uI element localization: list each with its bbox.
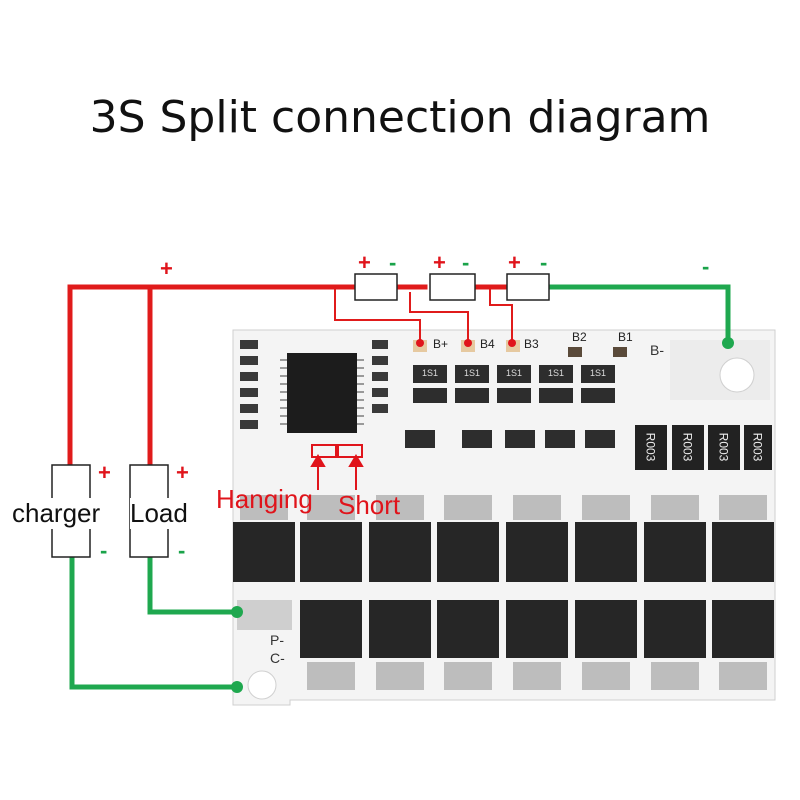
top-plus-label: + — [160, 256, 173, 281]
b-minus-wire-label: - — [702, 254, 710, 279]
resistor-code-1: R003 — [643, 432, 658, 462]
load-label: Load — [130, 498, 188, 529]
pcb-label-b-minus: B- — [650, 342, 664, 358]
cell2-minus-label: - — [462, 250, 470, 275]
pcb-label-b-plus: B+ — [433, 337, 449, 351]
hanging-annotation: Hanging — [216, 484, 313, 514]
resistor-code-4: R003 — [750, 432, 765, 462]
load-plus-label: + — [176, 460, 189, 485]
cell3-plus-label: + — [508, 250, 521, 275]
smd-code-5: 1S1 — [590, 368, 607, 378]
charger-minus-label: - — [100, 538, 108, 563]
short-annotation: Short — [338, 490, 401, 520]
battery-cells — [354, 273, 550, 301]
cell2-plus-label: + — [433, 250, 446, 275]
pcb-label-b2: B2 — [572, 330, 587, 344]
smd-code-2: 1S1 — [464, 368, 481, 378]
pcb-label-c-minus: C- — [270, 650, 285, 666]
load-minus-label: - — [178, 538, 186, 563]
resistor-code-2: R003 — [680, 432, 695, 462]
pcb-label-b3: B3 — [524, 337, 539, 351]
resistor-code-3: R003 — [716, 432, 731, 462]
pcb-label-p-minus: P- — [270, 632, 284, 648]
cell1-plus-label: + — [358, 250, 371, 275]
charger-plus-label: + — [98, 460, 111, 485]
smd-code-3: 1S1 — [506, 368, 523, 378]
positive-wiring — [67, 284, 508, 473]
pcb-label-b4: B4 — [480, 337, 495, 351]
smd-code-1: 1S1 — [422, 368, 439, 378]
pcb-label-b1: B1 — [618, 330, 633, 344]
pcb-board — [232, 329, 776, 706]
cell1-minus-label: - — [389, 250, 397, 275]
charger-label: charger — [12, 498, 101, 529]
negative-wiring — [69, 284, 731, 690]
cell3-minus-label: - — [540, 250, 548, 275]
diagram-title: 3S Split connection diagram — [89, 92, 711, 143]
smd-code-4: 1S1 — [548, 368, 565, 378]
